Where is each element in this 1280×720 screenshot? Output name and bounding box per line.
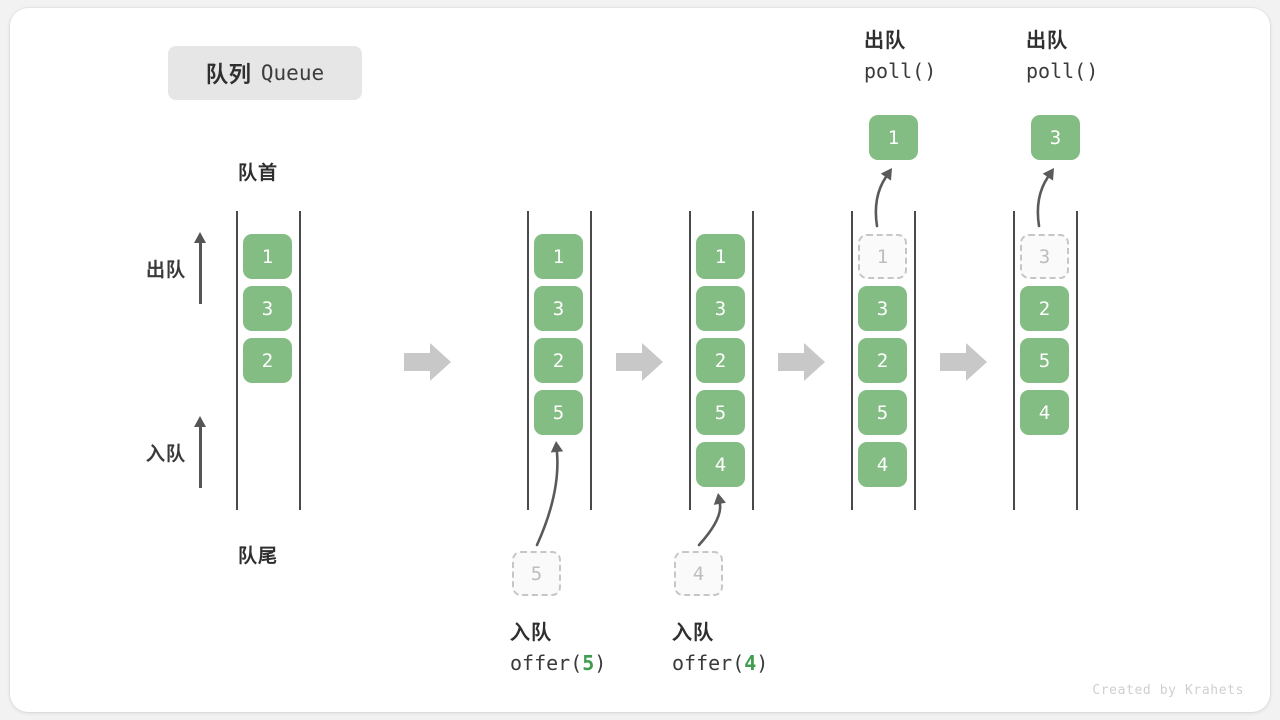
title-english: Queue [260,61,325,85]
queue-element: 2 [534,338,583,383]
enqueue-label: 入队 [146,443,187,465]
op-caption-line2: poll() [1026,59,1099,83]
queue-element: 2 [696,338,745,383]
queue-rail [1013,211,1015,510]
queue-element: 3 [534,286,583,331]
op-caption-bottom: 入队 offer(5) [510,618,606,678]
step-arrow-1 [404,343,451,381]
enqueue-arrow [535,441,563,547]
queue-element: 1 [534,234,583,279]
queue-rail [914,211,916,510]
queue-rail [689,211,691,510]
op-caption-top: 出队 poll() [1026,26,1098,86]
queue-rail [1076,211,1078,510]
popped-element: 1 [869,115,918,160]
enqueue-direction-indicator: 入队 [146,416,207,488]
queue-element: 3 [696,286,745,331]
credit-text: Created by Krahets [1092,683,1244,698]
title-chinese: 队列 [205,62,252,87]
dequeue-label: 出队 [146,259,187,281]
incoming-element-ghost: 4 [674,551,723,596]
op-caption-argument: 5 [582,651,595,675]
step-arrow-2 [616,343,663,381]
op-caption-line1: 入队 [672,622,714,644]
op-caption-line2: poll() [864,59,937,83]
op-caption-line2: offer(5) [510,651,607,675]
queue-rail [236,211,238,510]
op-caption-line1: 出队 [1026,30,1068,52]
queue-element-ghost: 3 [1020,234,1069,279]
diagram-title-chip: 队列 Queue [168,46,362,100]
op-caption-top: 出队 poll() [864,26,936,86]
dequeue-arrow [1036,168,1054,228]
up-arrow-icon [194,416,207,488]
step-arrow-3 [778,343,825,381]
enqueue-arrow [697,493,726,547]
queue-element: 1 [243,234,292,279]
queue-element-ghost: 1 [858,234,907,279]
queue-element: 3 [243,286,292,331]
op-caption-line2: offer(4) [672,651,769,675]
queue-rail [527,211,529,510]
queue-element: 5 [1020,338,1069,383]
step-arrow-4 [940,343,987,381]
dequeue-direction-indicator: 出队 [146,232,207,304]
queue-element: 4 [858,442,907,487]
queue-element: 2 [858,338,907,383]
incoming-element-ghost: 5 [512,551,561,596]
op-caption-line1: 入队 [510,622,552,644]
dequeue-arrow [874,168,892,228]
queue-rail [590,211,592,510]
op-caption-argument: 4 [744,651,757,675]
queue-element: 4 [1020,390,1069,435]
queue-rail [752,211,754,510]
queue-tail-label: 队尾 [238,546,279,567]
queue-element: 2 [1020,286,1069,331]
op-caption-line1: 出队 [864,30,906,52]
op-caption-bottom: 入队 offer(4) [672,618,768,678]
queue-element: 5 [858,390,907,435]
queue-element: 4 [696,442,745,487]
queue-element: 2 [243,338,292,383]
queue-element: 5 [696,390,745,435]
up-arrow-icon [194,232,207,304]
popped-element: 3 [1031,115,1080,160]
queue-element: 5 [534,390,583,435]
queue-rail [851,211,853,510]
queue-element: 1 [696,234,745,279]
queue-head-label: 队首 [238,163,279,184]
queue-rail [299,211,301,510]
queue-element: 3 [858,286,907,331]
